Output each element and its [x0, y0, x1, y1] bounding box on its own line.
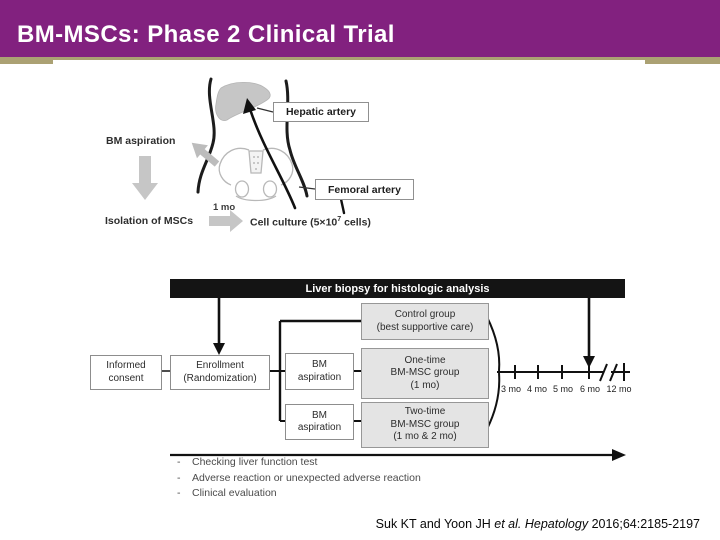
bm-aspiration-label: BM aspiration — [106, 135, 176, 147]
pelvis-right-wing — [262, 147, 294, 186]
bullet-dash: - — [177, 487, 181, 499]
liver-biopsy-banner: Liver biopsy for histologic analysis — [170, 279, 625, 298]
list-item: - Adverse reaction or unexpected adverse… — [177, 471, 421, 484]
right-block-arrow-icon — [209, 210, 243, 232]
bullet-dash: - — [177, 456, 181, 468]
monitoring-item-text: Adverse reaction or unexpected adverse r… — [192, 471, 421, 484]
timeline-ticks — [514, 363, 625, 381]
list-item: - Checking liver function test — [177, 457, 421, 468]
header-accent-line — [0, 57, 720, 60]
catheter-route-line — [249, 110, 297, 210]
citation-journal: Hepatology — [521, 517, 592, 531]
timeline-label-3mo: 3 mo — [500, 384, 521, 394]
body-right-contour — [284, 79, 309, 198]
sacrum-dots — [253, 156, 259, 170]
biopsy-arrow-right-head-icon — [583, 356, 595, 368]
bm-aspiration-arrow-icon — [191, 142, 220, 167]
monitoring-item-text: Checking liver function test — [192, 456, 318, 468]
control-group-box: Control group (best supportive care) — [361, 303, 489, 340]
pelvis-pubic-arc — [235, 195, 277, 202]
pelvis-left-wing — [218, 147, 250, 186]
timeline-label-6mo: 6 mo — [579, 384, 600, 394]
body-left-contour — [196, 77, 216, 194]
pelvis-sacrum — [248, 150, 264, 174]
page-title: BM-MSCs: Phase 2 Clinical Trial — [17, 21, 395, 48]
liver-shape — [215, 81, 271, 121]
bm-aspiration-box-1: BM aspiration — [285, 353, 354, 390]
monitoring-arrow-head-icon — [612, 449, 626, 461]
femoral-label-connector — [298, 186, 316, 190]
pelvis-foramen-right — [262, 180, 278, 198]
header-accent-line-right — [645, 60, 720, 64]
one-month-label: 1 mo — [213, 202, 236, 213]
bm-aspiration-box-2: BM aspiration — [285, 404, 354, 440]
bullet-dash: - — [177, 471, 181, 484]
timeline-break-icon — [599, 363, 618, 382]
header-accent-line-left — [0, 60, 53, 64]
citation: Suk KT and Yoon JH et al. Hepatology 201… — [0, 517, 700, 531]
brace-bottom-curve — [486, 372, 501, 430]
hepatic-artery-label: Hepatic artery — [273, 102, 369, 122]
timeline-label-5mo: 5 mo — [552, 384, 573, 394]
hepatic-label-connector — [256, 107, 274, 113]
femoral-artery-lower-line — [339, 197, 346, 215]
femoral-artery-label: Femoral artery — [315, 179, 414, 200]
pelvis-foramen-left — [234, 180, 250, 198]
down-block-arrow-icon — [132, 156, 158, 200]
timeline-label-12mo: 12 mo — [606, 384, 632, 394]
catheter-arrowhead-icon — [243, 98, 256, 114]
one-time-group-box: One-time BM-MSC group (1 mo) — [361, 348, 489, 399]
monitoring-list: - Checking liver function test - Adverse… — [177, 457, 421, 504]
pelvis-sketch — [218, 147, 294, 202]
monitoring-item-text: Clinical evaluation — [192, 487, 277, 499]
list-item: - Clinical evaluation — [177, 488, 421, 499]
citation-authors: Suk KT and Yoon JH — [375, 517, 495, 531]
enrollment-box: Enrollment (Randomization) — [170, 355, 270, 390]
header-bar: BM-MSCs: Phase 2 Clinical Trial — [0, 0, 720, 57]
informed-consent-box: Informed consent — [90, 355, 162, 390]
citation-reference: 2016;64:2185-2197 — [591, 517, 700, 531]
timeline-label-4mo: 4 mo — [526, 384, 547, 394]
citation-etal: et al. — [494, 517, 522, 531]
two-time-group-box: Two-time BM-MSC group (1 mo & 2 mo) — [361, 402, 489, 448]
isolation-of-mscs-label: Isolation of MSCs — [105, 215, 194, 227]
biopsy-arrow-left-head-icon — [213, 343, 225, 355]
cell-culture-exponent: 7 — [337, 216, 342, 223]
brace-top-curve — [486, 316, 501, 372]
cell-culture-label: Cell culture (5×107 cells) — [250, 216, 371, 229]
